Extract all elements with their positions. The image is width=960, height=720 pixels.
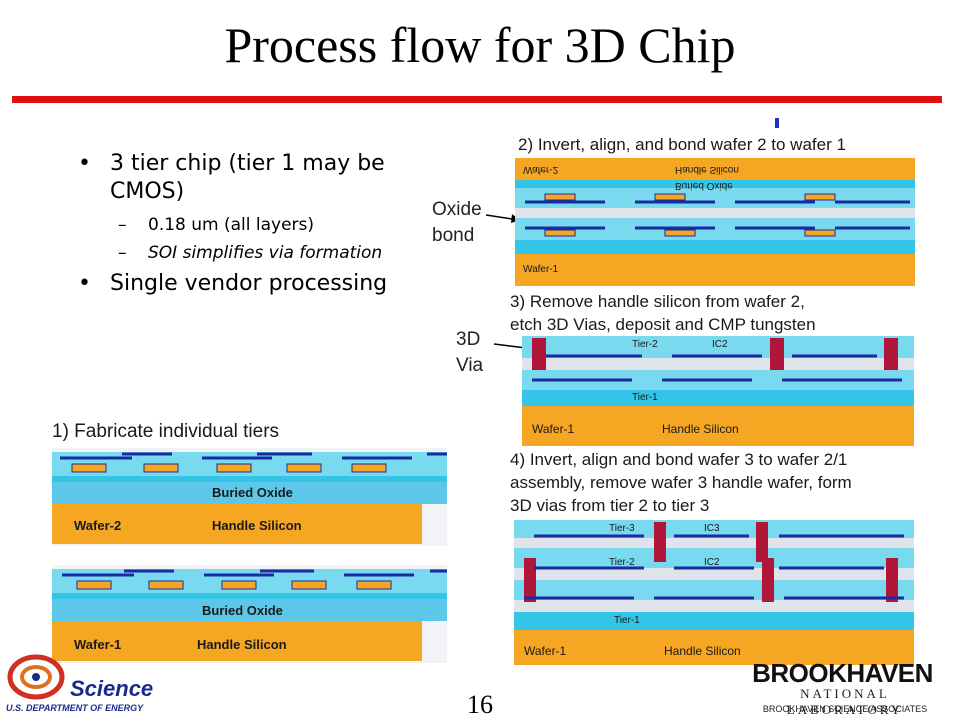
3d-via-label-line2: Via bbox=[456, 355, 484, 376]
wafer-label: Wafer-1 bbox=[74, 637, 122, 652]
step1-wafer2-diagram: Buried Oxide Wafer-2 Handle Silicon bbox=[52, 448, 447, 546]
bullet-list: 3 tier chip (tier 1 may be CMOS) 0.18 um… bbox=[78, 150, 423, 306]
slide-title: Process flow for 3D Chip bbox=[224, 17, 736, 73]
decorative-mark bbox=[775, 118, 779, 128]
wafer-label: Wafer-1 bbox=[524, 644, 567, 658]
oxide-bond-label-line2: bond bbox=[432, 225, 475, 246]
tier-label: Tier-1 bbox=[632, 392, 658, 403]
step-4-caption-line2: assembly, remove wafer 3 handle wafer, f… bbox=[510, 473, 852, 492]
ic-label: IC2 bbox=[704, 557, 720, 568]
page-number: 16 bbox=[467, 690, 493, 719]
tier-label: Tier-3 bbox=[609, 523, 635, 534]
doe-science-wordmark: Science bbox=[70, 676, 154, 701]
wafer-label: Wafer-2 bbox=[523, 164, 559, 175]
step-1-caption: 1) Fabricate individual tiers bbox=[52, 421, 280, 442]
wafer-label: Wafer-1 bbox=[523, 264, 559, 275]
tier-label: Tier-2 bbox=[632, 339, 658, 350]
oxide-bond-label-line1: Oxide bbox=[432, 199, 482, 220]
bullet-item: Single vendor processing bbox=[78, 270, 423, 298]
step3-via-stack-diagram: Tier-2 IC2 Tier-1 Wafer-1 Handle Silicon bbox=[522, 336, 914, 446]
title-underline bbox=[12, 96, 942, 103]
step1-wafer1-diagram: Buried Oxide Wafer-1 Handle Silicon bbox=[52, 565, 447, 663]
handle-silicon-label: Handle Silicon bbox=[664, 644, 741, 658]
3d-via-label-line1: 3D bbox=[456, 329, 481, 350]
handle-silicon-label: Handle Silicon bbox=[212, 518, 302, 533]
doe-science-logo-icon bbox=[7, 654, 65, 700]
buried-oxide-label: Buried Oxide bbox=[202, 603, 283, 618]
step-4-caption-line1: 4) Invert, align and bond wafer 3 to waf… bbox=[510, 450, 848, 469]
wafer-label: Wafer-1 bbox=[532, 422, 575, 436]
bullet-item: 3 tier chip (tier 1 may be CMOS) bbox=[78, 150, 423, 206]
sub-bullet-item: 0.18 um (all layers) bbox=[78, 214, 423, 236]
step-3-caption-line2: etch 3D Vias, deposit and CMP tungsten bbox=[510, 315, 816, 334]
step-4-caption-line3: 3D vias from tier 2 to tier 3 bbox=[510, 496, 710, 515]
tier-label: Tier-1 bbox=[614, 615, 640, 626]
doe-subtitle: U.S. DEPARTMENT OF ENERGY bbox=[6, 703, 144, 713]
ic-label: IC2 bbox=[712, 339, 728, 350]
wafer-label: Wafer-2 bbox=[74, 518, 122, 533]
tier-label: Tier-2 bbox=[609, 557, 635, 568]
brookhaven-logo-wordmark: BROOKHAVEN bbox=[752, 658, 933, 688]
buried-oxide-label: Buried Oxide bbox=[212, 485, 293, 500]
sub-bullet-item: SOI simplifies via formation bbox=[78, 242, 423, 264]
handle-silicon-label: Handle Silicon bbox=[675, 164, 739, 175]
brookhaven-logo-subtitle: NATIONAL LABORATORY bbox=[786, 686, 904, 717]
ic-label: IC3 bbox=[704, 523, 720, 534]
brookhaven-associates-text: BROOKHAVEN SCIENCE ASSOCIATES bbox=[762, 704, 928, 714]
step-2-caption: 2) Invert, align, and bond wafer 2 to wa… bbox=[518, 135, 846, 154]
buried-oxide-label: Buried Oxide bbox=[675, 180, 733, 191]
handle-silicon-label: Handle Silicon bbox=[197, 637, 287, 652]
step4-three-tier-diagram: Tier-3 IC3 Tier-2 IC2 Tier-1 Wafer-1 Han… bbox=[514, 520, 914, 665]
handle-silicon-label: Handle Silicon bbox=[662, 422, 739, 436]
step-3-caption-line1: 3) Remove handle silicon from wafer 2, bbox=[510, 292, 805, 311]
step2-bonded-stack-diagram: Wafer-2 Handle Silicon Buried Oxide Wafe… bbox=[515, 158, 915, 286]
